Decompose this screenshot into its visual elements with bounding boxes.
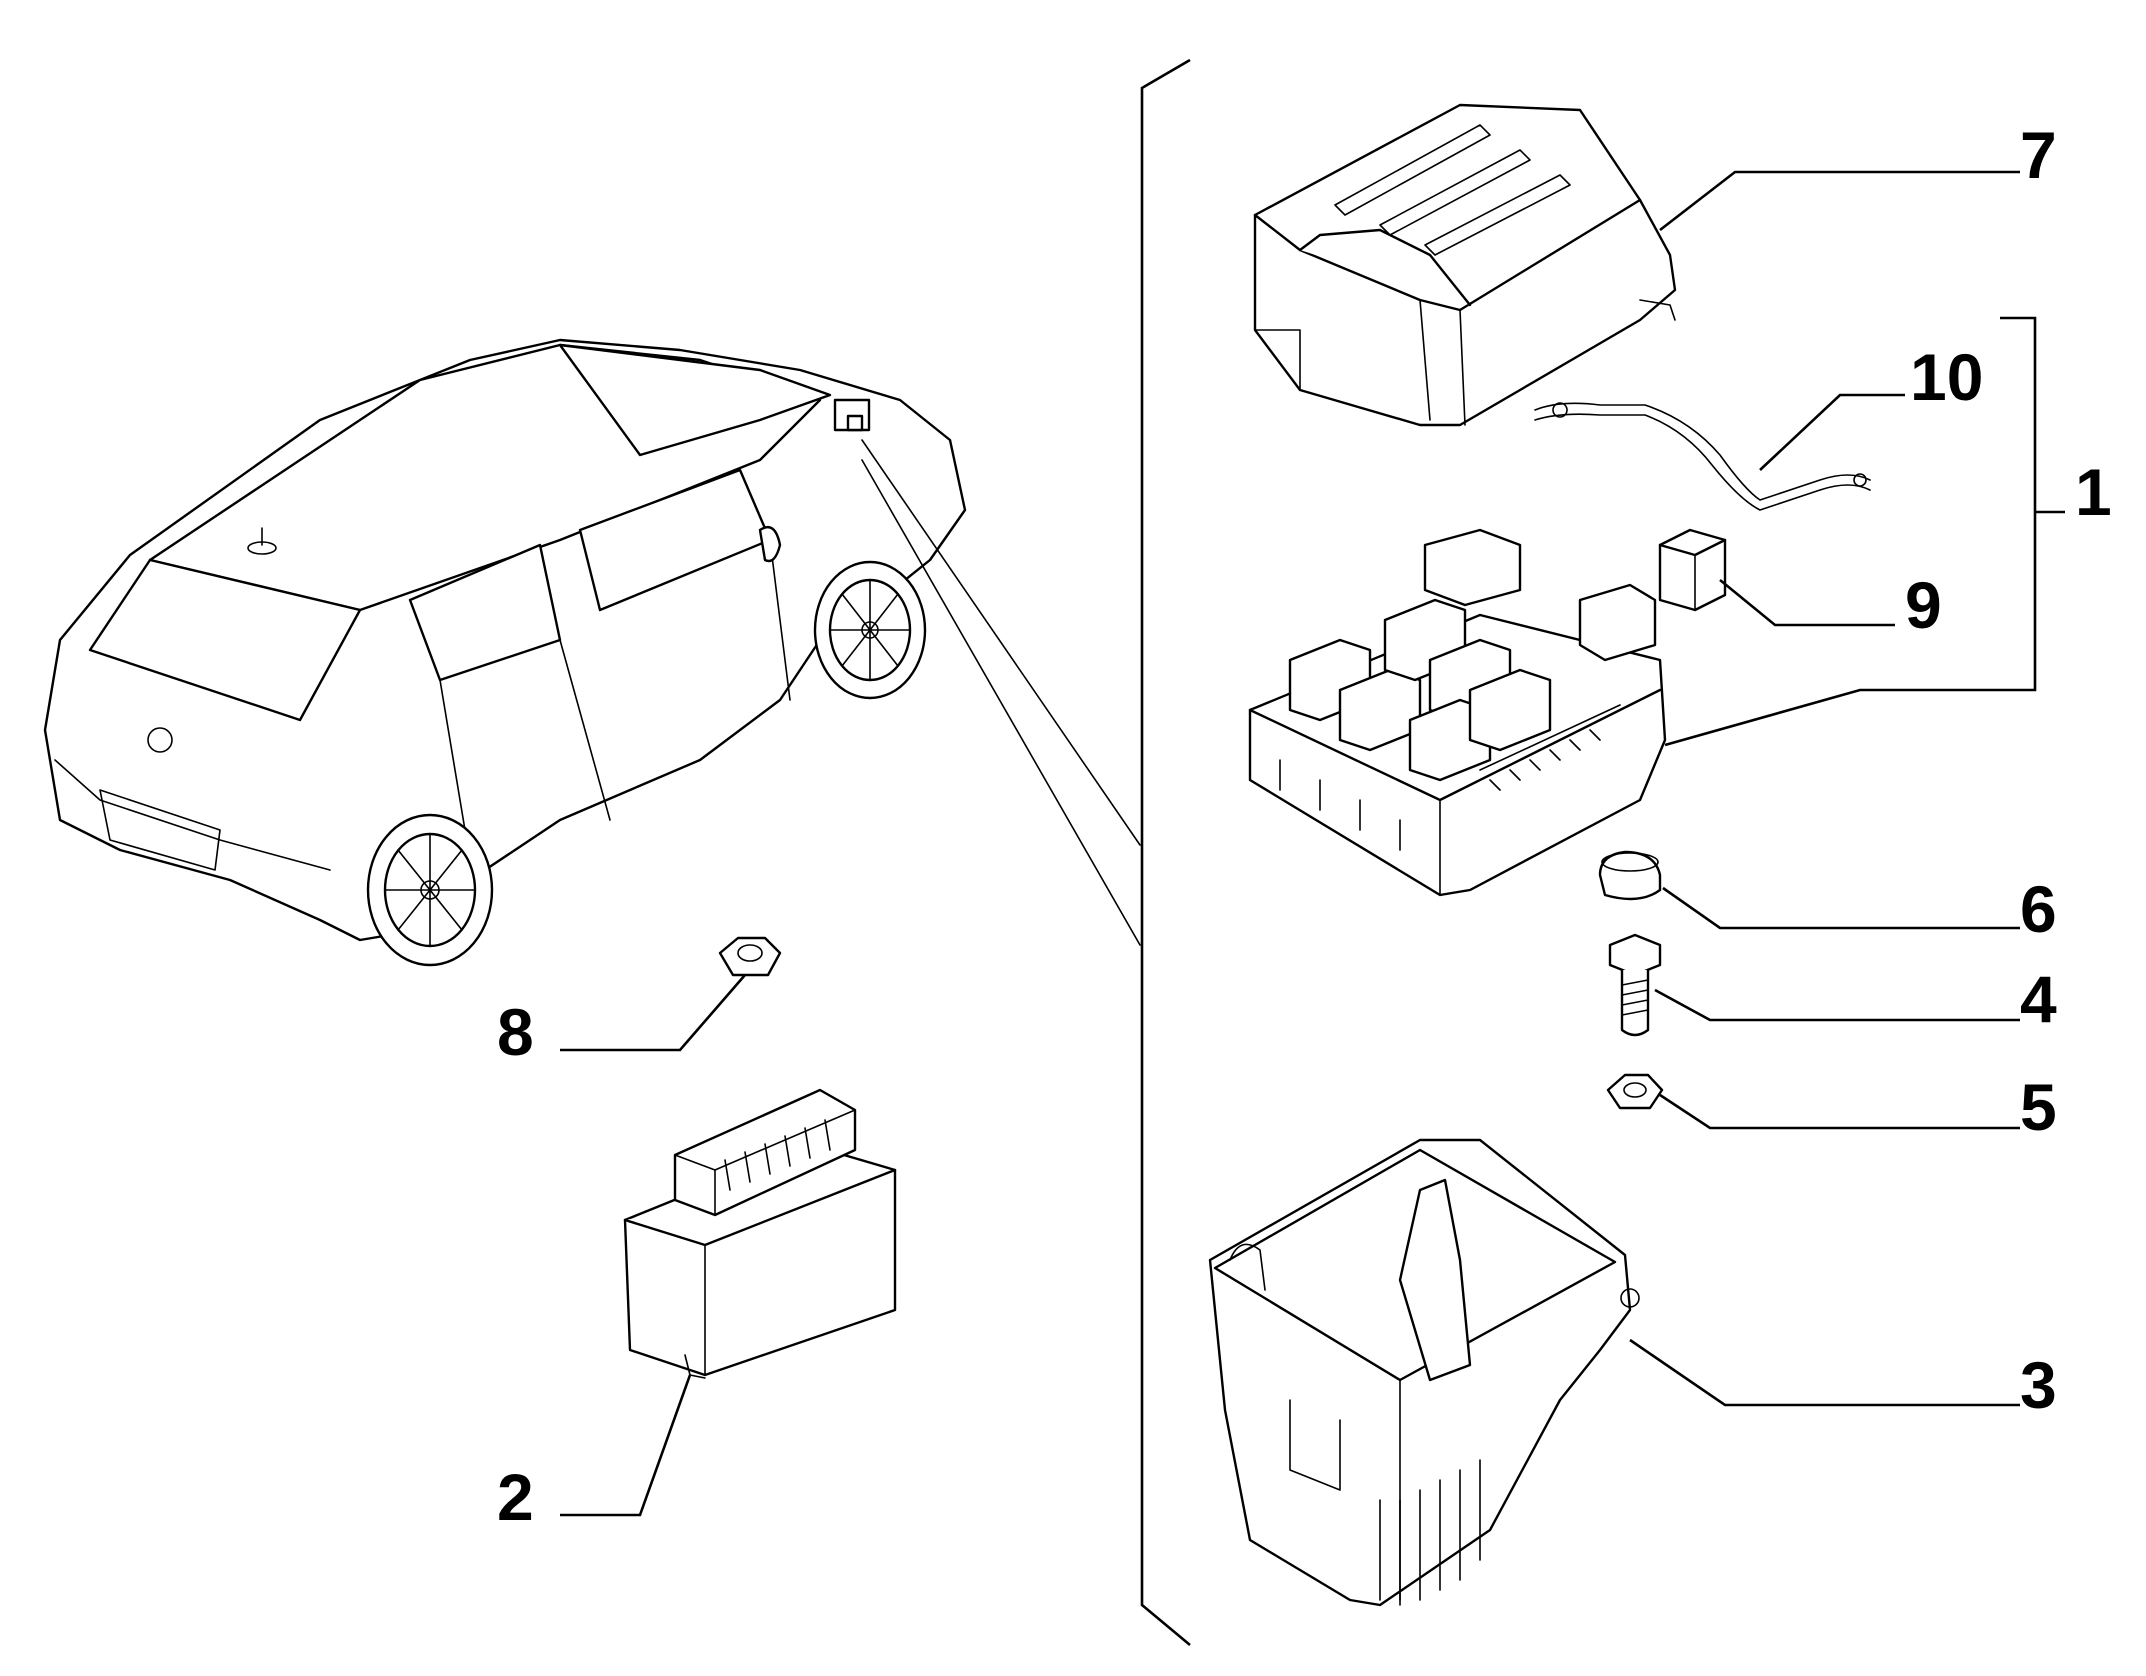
fuse-box-assembly [1248, 528, 1667, 897]
leader-3 [1629, 1338, 2020, 1407]
section-divider [1140, 58, 1191, 1646]
leader-4 [1654, 988, 2020, 1022]
leader-8 [560, 974, 746, 1052]
fuse-box-base [1208, 1138, 1640, 1607]
fuse-box-cover [1253, 103, 1677, 427]
relay [1658, 528, 1727, 612]
nut-5 [1606, 1073, 1664, 1110]
leader-9 [1719, 578, 1895, 627]
callout-6: 6 [2020, 872, 2057, 946]
leader-1-bracket [1664, 316, 2037, 747]
car-rear-bumper [54, 759, 331, 871]
callout-9: 9 [1905, 568, 1942, 642]
bolt [1608, 933, 1662, 1037]
nut-8 [718, 936, 782, 977]
car-pointer-line-lower [861, 459, 1141, 946]
ground-wire [1534, 402, 1871, 511]
callout-3: 3 [2020, 1348, 2057, 1422]
car-pointer-line-upper [861, 439, 1141, 846]
car-rear-logo [147, 727, 173, 753]
callout-1: 1 [2075, 455, 2112, 529]
leader-2 [560, 1374, 692, 1517]
callout-5: 5 [2020, 1070, 2057, 1144]
car-front-wheel [813, 560, 927, 700]
callout-8: 8 [497, 995, 534, 1069]
leader-10 [1759, 393, 1905, 471]
car-windshield [558, 343, 832, 457]
diagnostic-connector [623, 1088, 897, 1379]
cap [1598, 850, 1662, 901]
callout-4: 4 [2020, 962, 2057, 1036]
leader-5 [1659, 1093, 2020, 1130]
callout-2: 2 [497, 1460, 534, 1534]
callout-7: 7 [2020, 118, 2057, 192]
car-illustration [43, 338, 967, 967]
callout-10: 10 [1910, 340, 1983, 414]
car-rear-wheel [366, 813, 494, 967]
leader-6 [1662, 886, 2020, 930]
leader-7 [1659, 170, 2020, 232]
car-rear-window [88, 558, 362, 722]
